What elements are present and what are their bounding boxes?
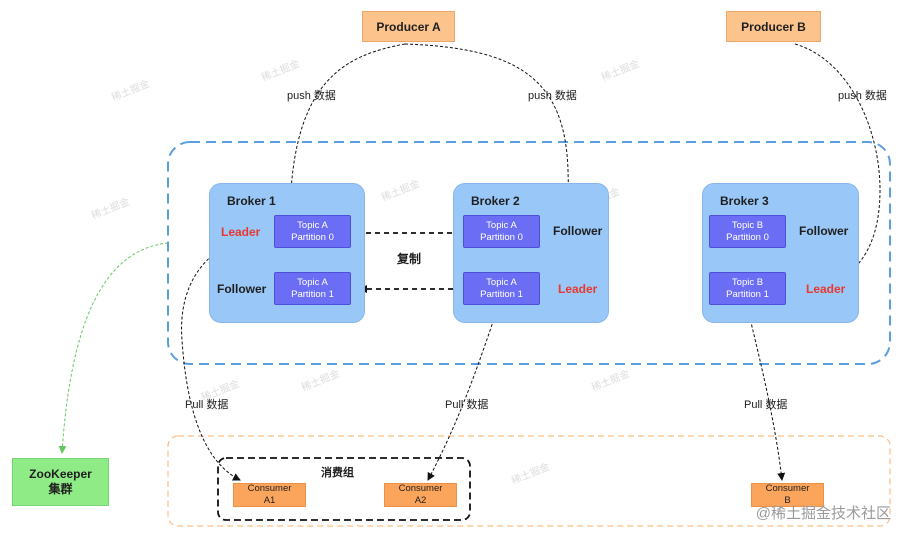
push-label-b: push 数据 <box>838 90 887 102</box>
zookeeper-suffix: 集群 <box>48 482 73 496</box>
follower-label-broker1: Follower <box>217 282 267 296</box>
zookeeper-name: ZooKeeper <box>29 467 92 481</box>
push-label-a1: push 数据 <box>287 90 336 102</box>
site-credit: @稀土掘金技术社区 <box>755 505 891 522</box>
consumer-group-label: 消费组 <box>321 467 354 479</box>
partition-topic: Topic A <box>486 276 517 288</box>
consumer-area-region <box>167 435 891 527</box>
partition-number: Partition 0 <box>291 231 334 243</box>
consumer-id: A1 <box>263 495 276 506</box>
broker-title: Broker 3 <box>720 194 769 208</box>
partition-topic: Topic A <box>297 219 328 231</box>
partition-broker3-topic-b-1[interactable]: Topic B Partition 1 <box>709 272 786 305</box>
push-arrow-a-broker1 <box>286 43 406 216</box>
consumer-a1[interactable]: Consumer A1 <box>233 483 306 507</box>
replicate-label: 复制 <box>397 252 422 266</box>
leader-label-broker1: Leader <box>221 225 261 239</box>
pull-arrow-a2 <box>427 309 498 481</box>
producer-b[interactable]: Producer B <box>726 11 821 42</box>
consumer-id: A2 <box>414 495 427 506</box>
consumer-name: Consumer <box>247 483 292 494</box>
partition-broker3-topic-b-0[interactable]: Topic B Partition 0 <box>709 215 786 248</box>
broker-title: Broker 1 <box>227 194 276 208</box>
broker-title: Broker 2 <box>471 194 520 208</box>
zookeeper-cluster[interactable]: ZooKeeper 集群 <box>12 458 109 506</box>
partition-broker1-topic-a-1[interactable]: Topic A Partition 1 <box>274 272 351 305</box>
kafka-cluster-region <box>167 141 891 365</box>
consumer-a2[interactable]: Consumer A2 <box>384 483 457 507</box>
pull-label-b: Pull 数据 <box>744 399 788 411</box>
partition-topic: Topic B <box>731 219 764 231</box>
leader-label-broker2: Leader <box>558 282 598 296</box>
leader-label-broker3: Leader <box>806 282 846 296</box>
partition-topic: Topic B <box>731 276 764 288</box>
follower-label-broker3: Follower <box>799 224 849 238</box>
partition-broker2-topic-a-1[interactable]: Topic A Partition 1 <box>463 272 540 305</box>
partition-number: Partition 0 <box>726 231 769 243</box>
pull-arrow-b <box>747 309 786 481</box>
consumer-name: Consumer <box>398 483 443 494</box>
pull-label-a2: Pull 数据 <box>445 399 489 411</box>
partition-number: Partition 1 <box>480 288 523 300</box>
partition-topic: Topic A <box>486 219 517 231</box>
partition-number: Partition 1 <box>726 288 769 300</box>
consumer-id: B <box>784 495 791 506</box>
push-arrow-b-broker3 <box>794 43 881 295</box>
zookeeper-link <box>58 242 169 454</box>
consumer-group-region <box>217 457 471 521</box>
follower-label-broker2: Follower <box>553 224 603 238</box>
partition-broker2-topic-a-0[interactable]: Topic A Partition 0 <box>463 215 540 248</box>
push-label-a2: push 数据 <box>528 90 577 102</box>
partition-number: Partition 0 <box>480 231 523 243</box>
partition-number: Partition 1 <box>291 288 334 300</box>
producer-a[interactable]: Producer A <box>362 11 455 42</box>
push-arrow-a-broker2 <box>404 43 569 294</box>
consumer-name: Consumer <box>765 483 810 494</box>
pull-label-a1: Pull 数据 <box>185 399 229 411</box>
partition-topic: Topic A <box>297 276 328 288</box>
consumer-b[interactable]: Consumer B <box>751 483 824 507</box>
partition-broker1-topic-a-0[interactable]: Topic A Partition 0 <box>274 215 351 248</box>
